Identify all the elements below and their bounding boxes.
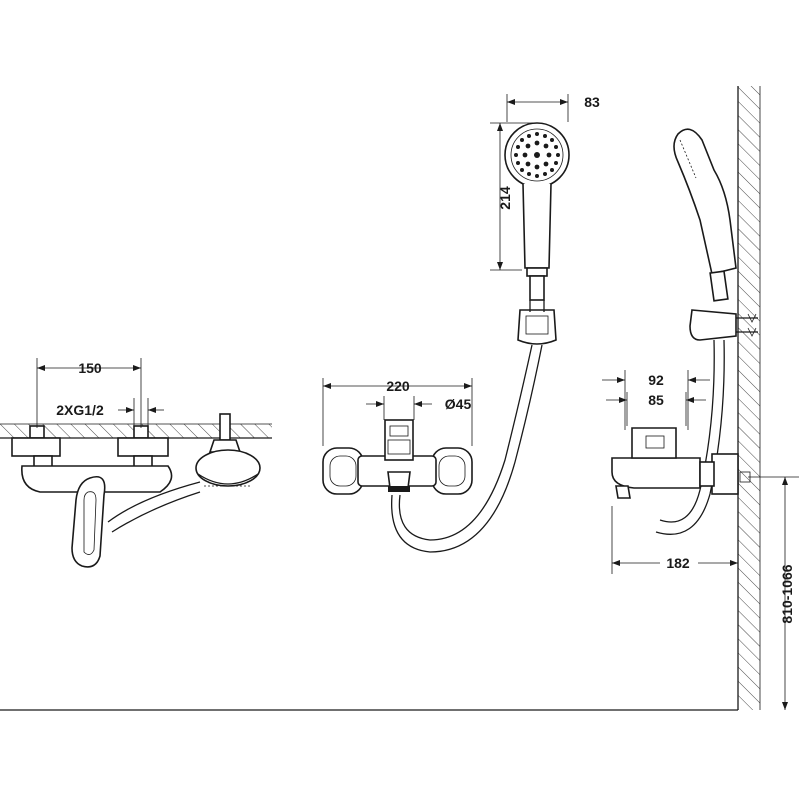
dim-diameter-45: Ø45 — [445, 396, 472, 412]
handshower-side — [673, 128, 737, 275]
wall-connector — [711, 453, 739, 495]
dim-2xg12: 2XG1/2 — [56, 402, 104, 418]
dim-83: 83 — [584, 94, 600, 110]
top-view: 150 2XG1/2 — [0, 358, 272, 568]
side-view-wall-hatch — [738, 86, 760, 710]
dim-214: 214 — [497, 186, 513, 210]
front-view: 220 Ø45 83 214 — [322, 94, 600, 553]
dim-182: 182 — [666, 555, 690, 571]
wall-holder-side — [689, 309, 737, 341]
wall-holder-front — [517, 309, 557, 345]
dim-85: 85 — [648, 392, 664, 408]
handshower-head-top — [195, 449, 261, 487]
handshower-handle — [522, 183, 552, 269]
side-view: 92 85 182 810-1066 — [602, 86, 799, 710]
handshower-nozzles — [514, 132, 560, 178]
eccentric-cover-right — [431, 447, 473, 495]
eccentric-cover-left — [322, 447, 364, 495]
dim-92: 92 — [648, 372, 664, 388]
hose-top — [107, 481, 201, 523]
mixer-lever-top — [71, 476, 106, 568]
hose-front — [398, 344, 533, 541]
mixer-body-side — [611, 457, 701, 489]
dim-220: 220 — [386, 378, 410, 394]
dim-810-1066: 810-1066 — [779, 564, 795, 623]
aerator — [388, 486, 410, 492]
dim-150: 150 — [78, 360, 102, 376]
